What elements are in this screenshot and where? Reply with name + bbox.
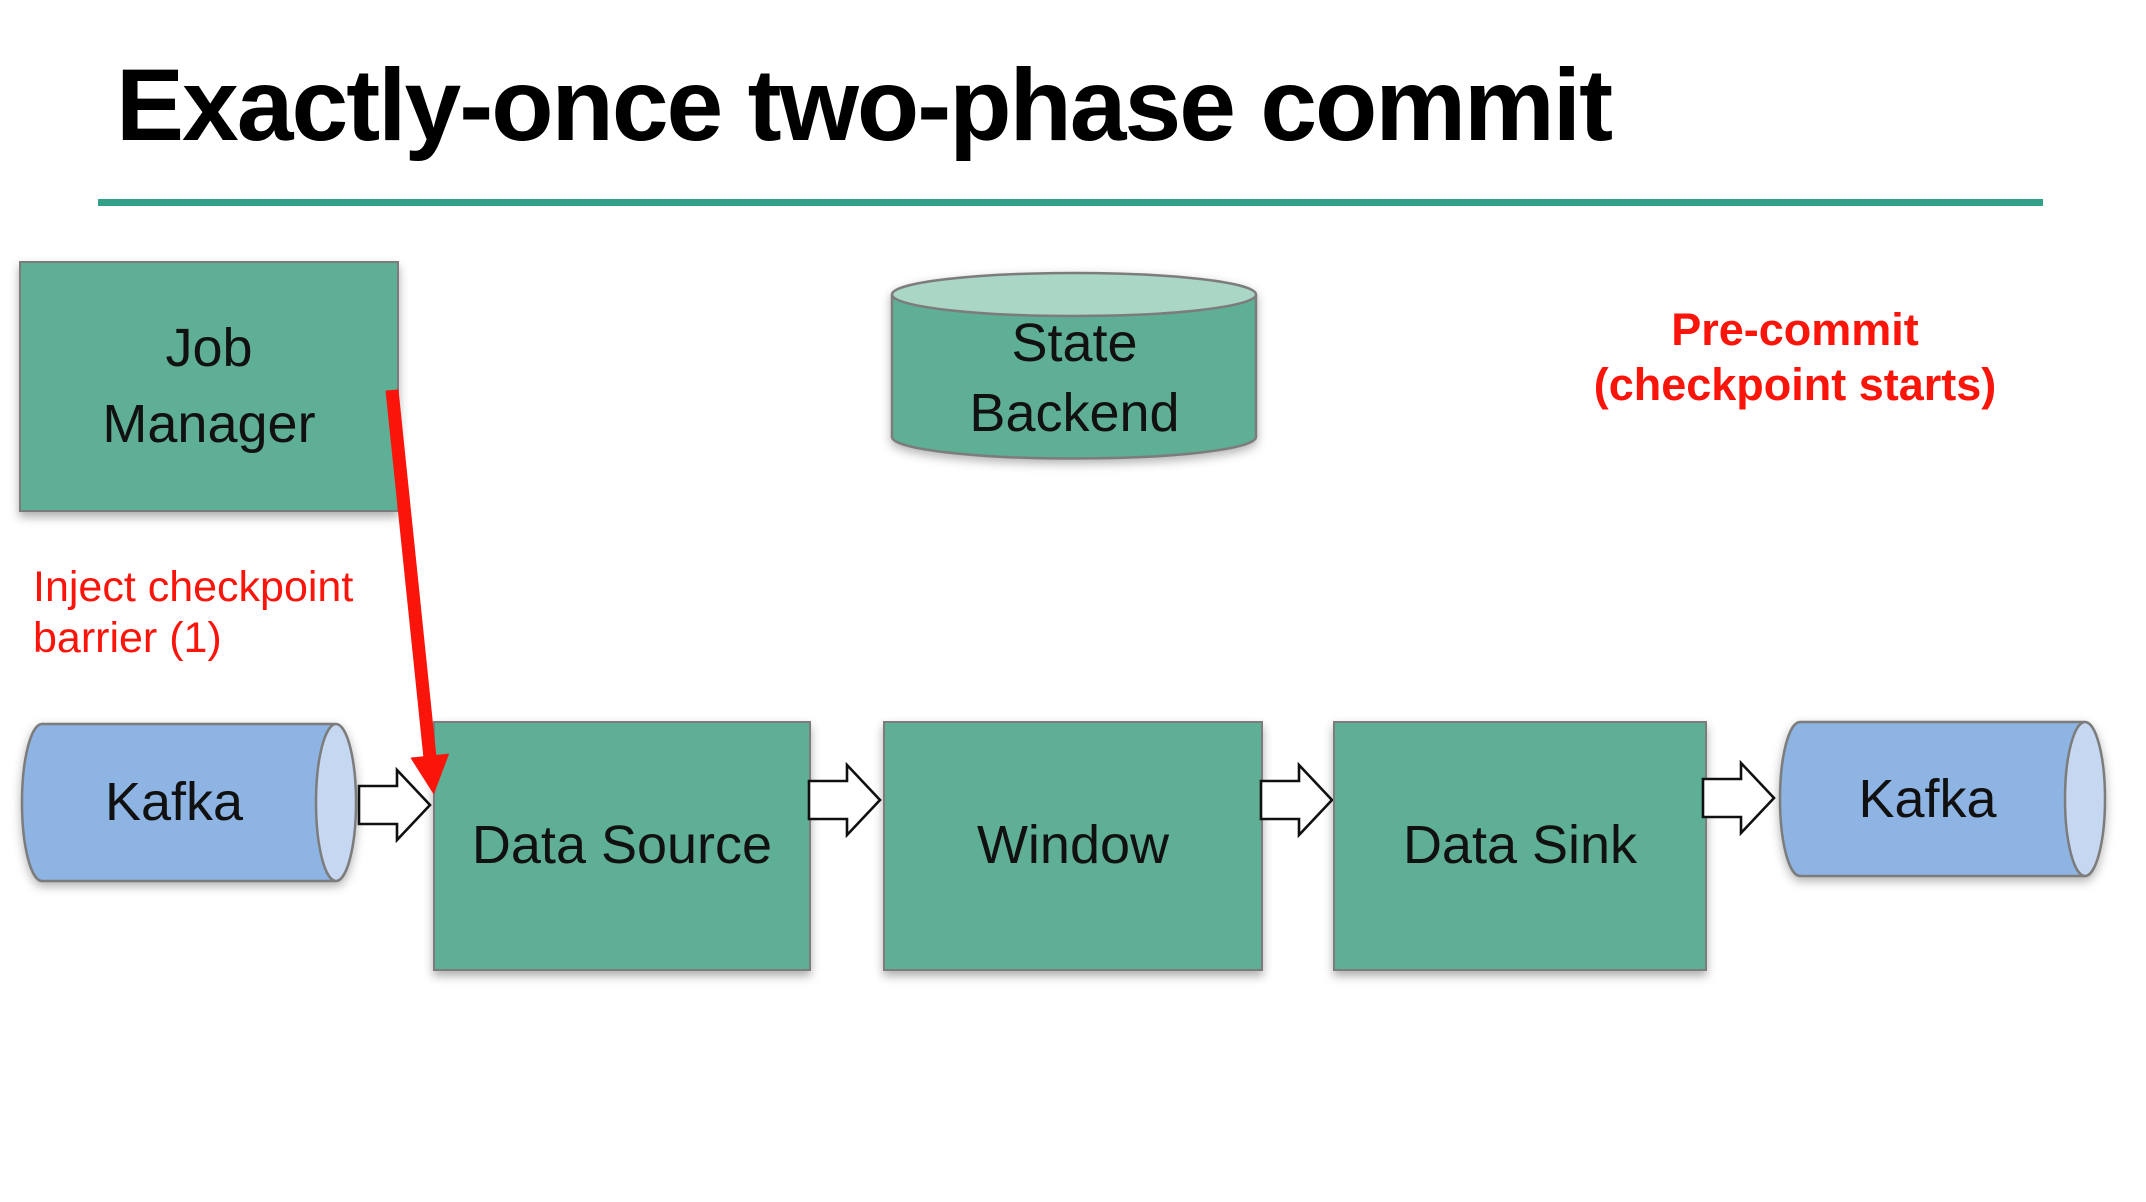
inject-barrier-annotation: Inject checkpoint barrier (1): [33, 563, 354, 662]
window-node: Window: [883, 721, 1263, 971]
kafka-source-node: Kafka: [20, 722, 358, 883]
pre-commit-annotation: Pre-commit (checkpoint starts): [1593, 304, 1997, 410]
kafka-source-label: Kafka: [104, 772, 244, 833]
state-backend-node: State Backend: [890, 271, 1259, 461]
kafka-sink-label: Kafka: [1858, 768, 1997, 829]
database-cylinder-icon: [890, 271, 1258, 460]
flow-arrow-sink-to-kafka: [1701, 760, 1776, 836]
kafka-sink-node: Kafka: [1778, 720, 2107, 878]
data-source-label: Data Source: [471, 815, 773, 876]
data-sink-node: Data Sink: [1333, 721, 1707, 971]
job-manager-label: Job Manager: [102, 317, 316, 454]
job-manager-node: Job Manager: [19, 261, 399, 512]
data-source-node: Data Source: [433, 721, 811, 971]
state-backend-label: State Backend: [969, 312, 1180, 443]
title-divider-rule: [98, 199, 2043, 206]
slide-title: Exactly-once two-phase commit: [116, 48, 1613, 162]
inject-barrier-arrow: [385, 389, 450, 795]
kafka-cylinder-icon: [1778, 720, 2107, 878]
flow-arrow-source-to-window: [807, 762, 882, 838]
data-sink-label: Data Sink: [1402, 815, 1638, 876]
kafka-cylinder-icon: [20, 722, 358, 883]
window-label: Window: [976, 815, 1170, 876]
flow-arrow-window-to-sink: [1259, 762, 1334, 838]
